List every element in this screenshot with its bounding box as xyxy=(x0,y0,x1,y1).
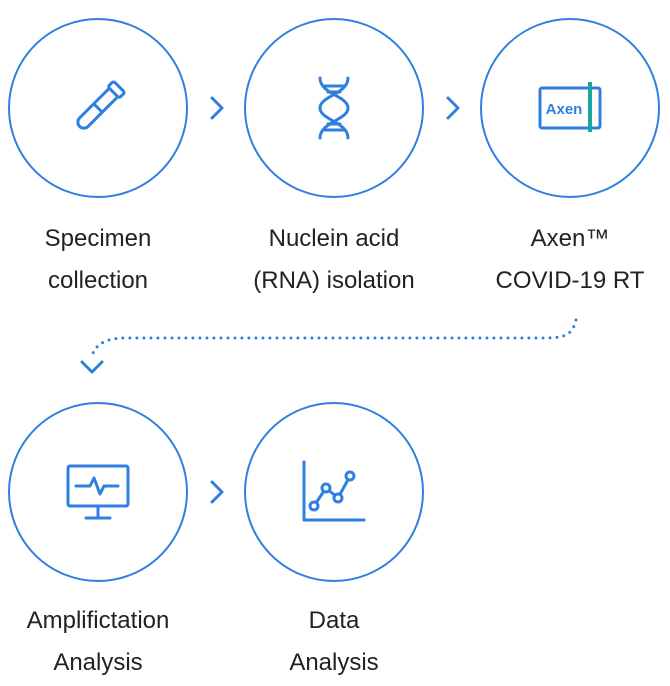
step-axen-covid-label: Axen™ COVID-19 RT xyxy=(460,218,670,302)
axen-kit-icon: Axen xyxy=(538,82,602,132)
chevron-right-icon xyxy=(446,96,460,120)
step-amplification-circle xyxy=(8,402,188,582)
step-data-analysis-circle xyxy=(244,402,424,582)
step-label-line2: Analysis xyxy=(289,649,379,676)
step-label-line2: (RNA) isolation xyxy=(253,267,415,294)
step-label-line2: Analysis xyxy=(53,649,143,676)
step-label-line1: Data xyxy=(308,607,360,634)
step-axen-covid-circle: Axen xyxy=(480,18,660,198)
step-label-line1: Amplifictation xyxy=(26,607,170,634)
chevron-right-icon xyxy=(210,480,224,504)
step-rna-isolation-label: Nuclein acid (RNA) isolation xyxy=(224,218,444,302)
step-specimen-collection-label: Specimen collection xyxy=(0,218,208,302)
step-label-line2: collection xyxy=(47,267,149,294)
step-label-line1: Axen™ xyxy=(530,225,610,252)
step-rna-isolation-circle xyxy=(244,18,424,198)
test-tube-icon xyxy=(76,80,126,130)
step-amplification-label: Amplifictation Analysis xyxy=(0,600,208,684)
step-specimen-collection-circle xyxy=(8,18,188,198)
step-label-line1: Specimen xyxy=(44,225,152,252)
step-data-analysis-label: Data Analysis xyxy=(224,600,444,684)
line-chart-icon xyxy=(302,460,366,522)
step-label-line1: Nuclein acid xyxy=(268,225,400,252)
chevron-down-icon xyxy=(80,360,104,374)
chevron-right-icon xyxy=(210,96,224,120)
axen-badge-text: Axen xyxy=(546,101,583,118)
step-label-line2: COVID-19 RT xyxy=(495,267,645,294)
dna-icon xyxy=(318,76,350,140)
monitor-pulse-icon xyxy=(66,464,130,520)
